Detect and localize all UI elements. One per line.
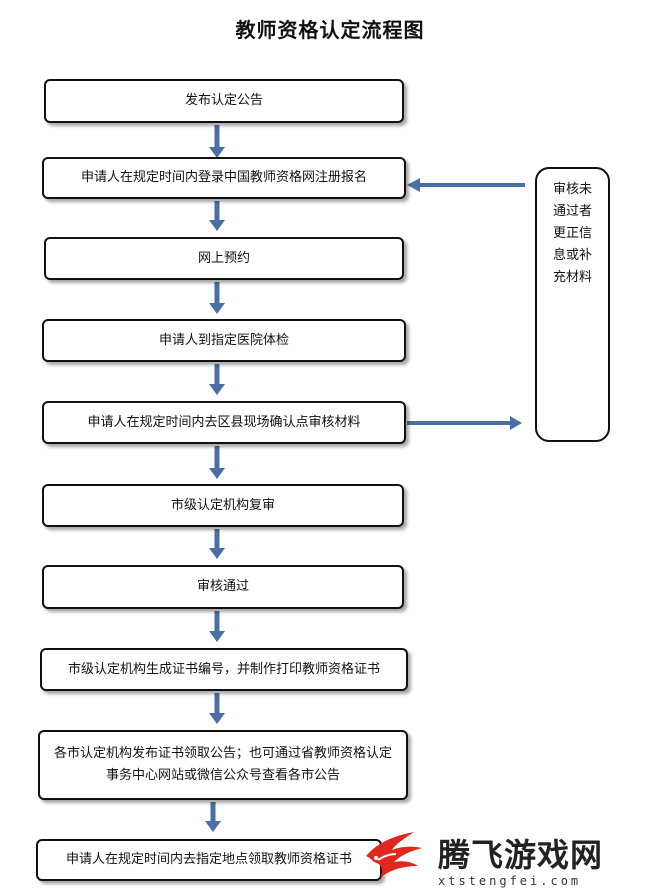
side-note-text: 审核未通过者更正信息或补充材料 (552, 182, 592, 285)
flow-step-7: 审核通过 (42, 565, 404, 609)
flow-step-4-label: 申请人到指定医院体检 (158, 332, 289, 348)
flow-step-4: 申请人到指定医院体检 (42, 319, 406, 362)
side-note-box: 审核未通过者更正信息或补充材料 (535, 167, 610, 442)
down-arrow-1 (209, 125, 225, 158)
flow-step-8: 市级认定机构生成证书编号，并制作打印教师资格证书 (40, 648, 408, 691)
down-arrow-7 (209, 611, 225, 642)
flow-step-9-label: 各市认定机构发布证书领取公告；也可通过省教师资格认定事务中心网站或微信公众号查看… (54, 746, 393, 783)
flow-step-6: 市级认定机构复审 (42, 484, 404, 527)
down-arrow-2 (209, 201, 225, 231)
flow-step-1: 发布认定公告 (44, 79, 404, 123)
flow-step-5-label: 申请人在规定时间内去区县现场确认点审核材料 (87, 414, 361, 430)
site-watermark: 腾飞游戏网 xtstengfei.com (362, 820, 645, 893)
down-arrow-9 (205, 802, 221, 832)
flow-step-5: 申请人在规定时间内去区县现场确认点审核材料 (42, 401, 406, 444)
flow-step-1-label: 发布认定公告 (184, 93, 263, 108)
flow-step-10: 申请人在规定时间内去指定地点领取教师资格证书 (36, 839, 382, 881)
arrow-to-side-note (407, 416, 522, 430)
down-arrow-6 (209, 529, 225, 559)
watermark-site-name: 腾飞游戏网 (438, 836, 604, 874)
flow-step-7-label: 审核通过 (196, 579, 249, 594)
diagram-title: 教师资格认定流程图 (235, 18, 425, 42)
down-arrow-4 (209, 364, 225, 395)
down-arrow-5 (209, 446, 225, 479)
flow-step-8-label: 市级认定机构生成证书编号，并制作打印教师资格证书 (67, 661, 380, 677)
down-arrow-8 (209, 693, 225, 724)
flow-step-2-label: 申请人在规定时间内登录中国教师资格网注册报名 (80, 170, 367, 185)
flow-step-9: 各市认定机构发布证书领取公告；也可通过省教师资格认定事务中心网站或微信公众号查看… (38, 730, 408, 800)
flow-step-6-label: 市级认定机构复审 (170, 497, 275, 513)
watermark-site-url: xtstengfei.com (438, 874, 582, 888)
flow-step-3-label: 网上预约 (197, 250, 250, 266)
dragon-logo-icon (366, 832, 422, 878)
arrow-from-side-note (407, 178, 525, 192)
down-arrow-3 (209, 282, 225, 314)
flow-step-3: 网上预约 (44, 237, 404, 280)
flow-step-10-label: 申请人在规定时间内去指定地点领取教师资格证书 (66, 852, 353, 867)
flow-step-2: 申请人在规定时间内登录中国教师资格网注册报名 (42, 157, 406, 199)
